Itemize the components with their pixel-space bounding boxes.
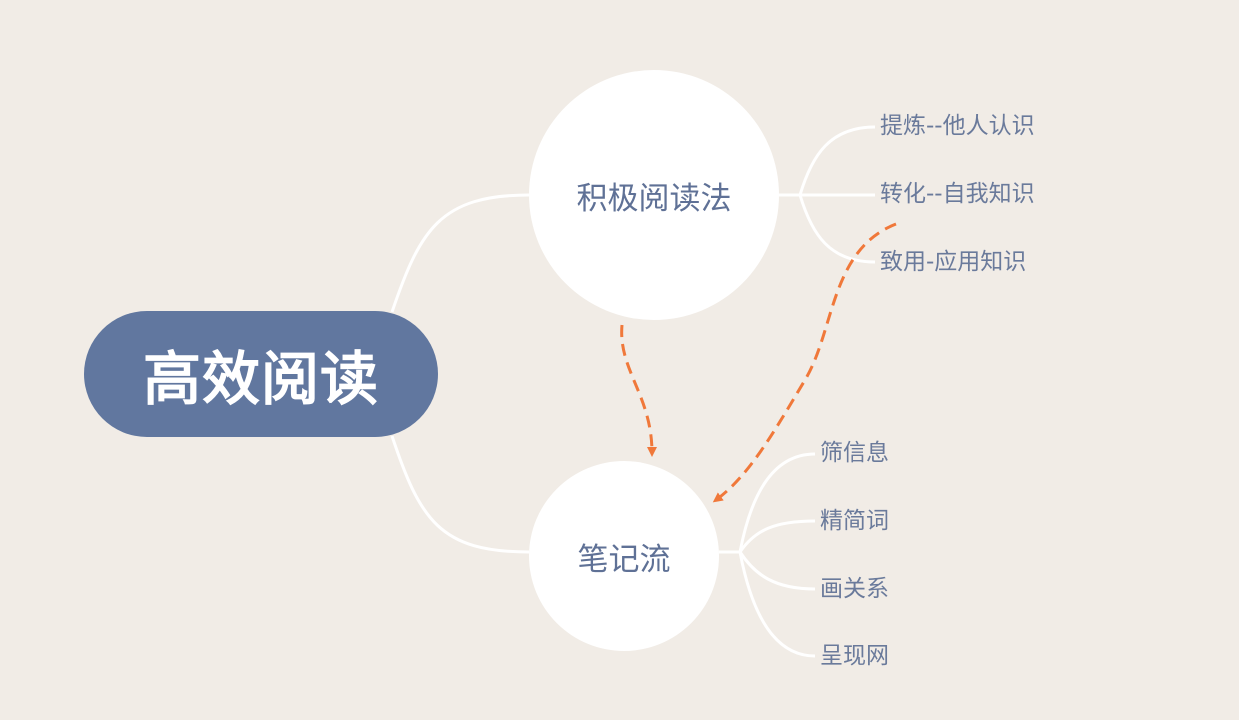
transform-to-notes-arrow <box>712 222 897 503</box>
root-to-notes-connector <box>390 435 530 554</box>
root-to-reading-connector <box>390 193 530 313</box>
root-node-label: 高效阅读 <box>142 345 379 413</box>
reading-to-leaf-1-connector <box>779 125 876 197</box>
root-node[interactable]: 高效阅读 <box>84 311 438 437</box>
leaf-node-transform[interactable]: 转化--自我知识 <box>880 181 1035 207</box>
notes-to-leaf-4-connector <box>738 551 816 658</box>
notes-to-leaf-1-connector <box>719 452 816 554</box>
leaf-node-present-network[interactable]: 呈现网 <box>820 643 889 669</box>
leaf-node-draw-relations[interactable]: 画关系 <box>820 576 889 602</box>
notes-to-leaf-3-connector <box>738 551 816 591</box>
branch-node-active-reading[interactable]: 积极阅读法 <box>529 70 779 320</box>
branch-node-label: 笔记流 <box>577 541 671 578</box>
leaf-node-filter-info[interactable]: 筛信息 <box>820 440 889 466</box>
reading-to-notes-arrow <box>620 324 657 457</box>
reading-to-leaf-3-connector <box>798 194 876 264</box>
leaf-node-apply[interactable]: 致用-应用知识 <box>880 249 1027 275</box>
leaf-node-extract[interactable]: 提炼--他人认识 <box>880 113 1035 139</box>
leaf-node-refine-words[interactable]: 精简词 <box>820 508 889 534</box>
branch-node-label: 积极阅读法 <box>576 180 732 217</box>
notes-to-leaf-2-connector <box>738 519 816 553</box>
branch-node-note-flow[interactable]: 笔记流 <box>529 461 719 651</box>
